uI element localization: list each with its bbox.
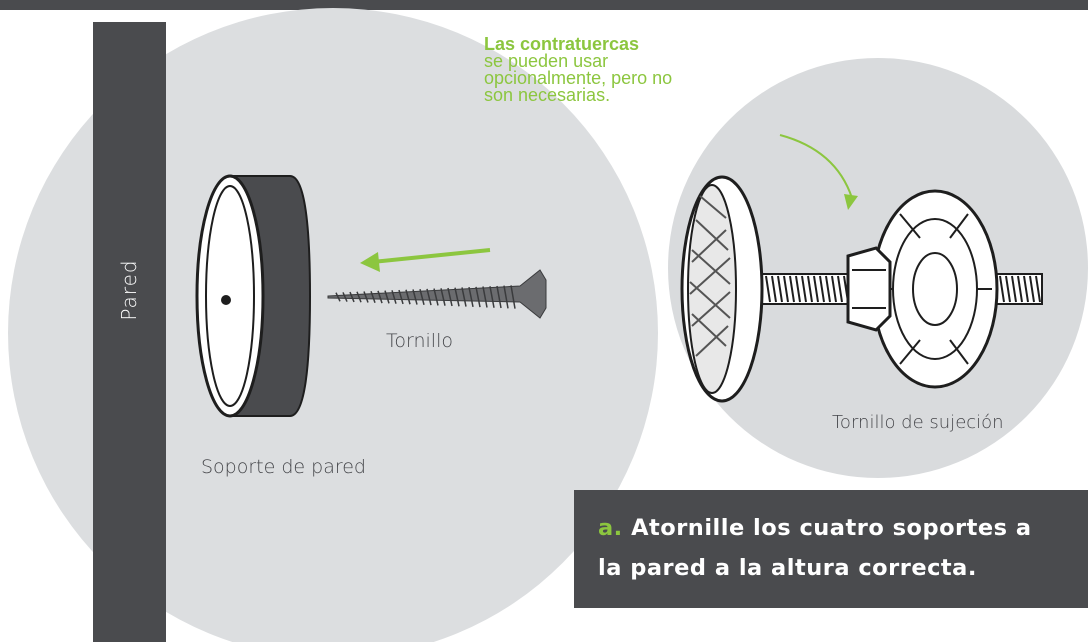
locknut-note-line1: se pueden usar bbox=[484, 51, 609, 71]
fastener-icon bbox=[680, 175, 1043, 403]
wall-mount-icon bbox=[195, 174, 312, 418]
screw-label: Tornillo bbox=[386, 330, 453, 352]
locknut-note-title: Las contratuercas bbox=[484, 34, 640, 54]
top-bar bbox=[0, 0, 1088, 10]
wall-bar bbox=[93, 22, 166, 642]
wall-mount-label: Soporte de pared bbox=[201, 456, 366, 478]
instruction-line2: la pared a la altura correcta. bbox=[598, 555, 977, 581]
locknut-note: Las contratuercas se pueden usar opciona… bbox=[484, 34, 784, 105]
locknut-note-line2: opcionalmente, pero no bbox=[484, 68, 673, 88]
instruction-line1-text: Atornille los cuatro soportes a bbox=[631, 515, 1032, 541]
instruction-banner bbox=[574, 490, 1088, 608]
instruction-line1: a. Atornille los cuatro soportes a bbox=[598, 508, 1032, 548]
curved-arrow-icon bbox=[779, 134, 858, 210]
locknut-note-line3: son necesarias. bbox=[484, 85, 611, 105]
left-arrow-icon bbox=[360, 248, 491, 272]
instruction-text: a. Atornille los cuatro soportes a la pa… bbox=[598, 508, 1032, 588]
screw-icon bbox=[327, 269, 547, 319]
fastener-label: Tornillo de sujeción bbox=[832, 412, 1004, 433]
step-letter: a. bbox=[598, 515, 623, 541]
